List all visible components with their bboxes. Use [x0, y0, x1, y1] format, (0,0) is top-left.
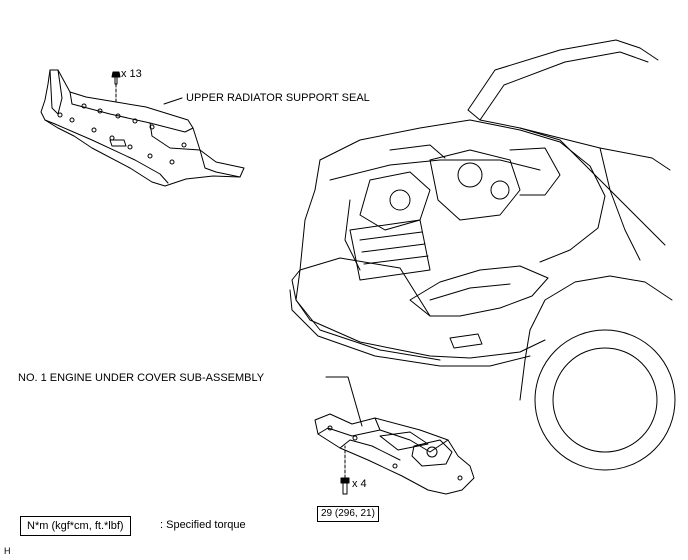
bolt-fastener-icon: [340, 477, 350, 495]
upper-seal-leader-line: [163, 97, 183, 105]
upper-radiator-support-seal-illustration: [40, 69, 245, 187]
torque-legend-description: : Specified torque: [160, 519, 246, 531]
vehicle-front-illustration: [289, 39, 676, 471]
engine-under-cover-illustration: [314, 413, 475, 495]
torque-legend-unit-box: N*m (kgf*cm, ft.*lbf): [20, 516, 131, 536]
clip-fastener-icon: [111, 71, 121, 85]
bolt-quantity-label: x 4: [352, 478, 367, 490]
engine-under-cover-label: NO. 1 ENGINE UNDER COVER SUB-ASSEMBLY: [18, 372, 265, 384]
upper-radiator-support-seal-label: UPPER RADIATOR SUPPORT SEAL: [186, 92, 370, 104]
corner-mark: H: [4, 546, 11, 556]
under-cover-leader-line: [325, 376, 363, 427]
torque-spec-box: 29 (296, 21): [317, 506, 379, 522]
clip-quantity-label: x 13: [121, 68, 142, 80]
